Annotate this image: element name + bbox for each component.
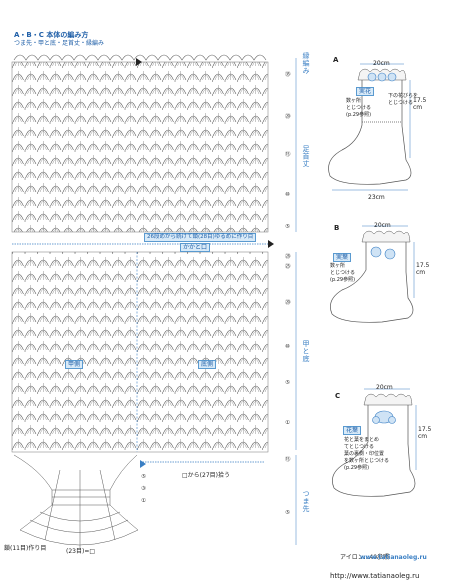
- site-url[interactable]: http://www.tatianaoleg.ru: [330, 572, 420, 580]
- row-number: ⑤: [285, 224, 290, 230]
- row-number: ⑩: [285, 344, 290, 350]
- sock-diagrams: [328, 63, 417, 497]
- sole-side-label: 底側: [198, 360, 217, 369]
- sock-a-width: 20cm: [373, 60, 390, 67]
- top-side-label: 甲側: [65, 360, 84, 369]
- row-number: ⑮: [285, 457, 291, 463]
- sock-c-letter: C: [335, 392, 341, 400]
- row-number: ㉘: [285, 254, 291, 260]
- page-subtitle: つま先・甲と底・足首丈・縁編み: [14, 40, 105, 47]
- label-instep-sole: 甲と底: [302, 340, 310, 363]
- sock-c-height: 17.5 cm: [418, 426, 432, 440]
- sock-c-flower: 花葉: [343, 426, 362, 435]
- sock-a-height: 17.5 cm: [413, 97, 427, 111]
- sock-b-note1: 数ヶ所 とじつける (p.29参照): [330, 263, 356, 283]
- row-number: ㉟: [285, 72, 291, 78]
- sock-a-note2: 下の花びらを とじつける: [388, 93, 419, 106]
- sock-a-length: 23cm: [368, 194, 385, 201]
- watermark-url: www.tatianaoleg.ru: [360, 554, 427, 561]
- label-edge: 縁編み: [302, 52, 310, 75]
- sock-a-letter: A: [333, 56, 339, 64]
- bottom-count: (23目)=□: [66, 548, 96, 555]
- label-toe: つま先: [302, 490, 310, 513]
- toe-note: □から(27目)拾う: [182, 472, 230, 479]
- heel-label: かかと口: [180, 243, 211, 252]
- row-number: ㉕: [285, 264, 291, 270]
- sock-b-width: 20cm: [374, 222, 391, 229]
- crochet-chart: [11, 54, 297, 548]
- sock-a-note1: 数ヶ所 とじつける (p.29参照): [346, 98, 372, 118]
- sock-b-height: 17.5 cm: [416, 262, 430, 276]
- sock-b-flower: 実葉: [333, 253, 352, 262]
- row-number: ⑩: [285, 192, 290, 198]
- sock-c-note1: 花と葉をまとめ てとじつける 葉の裏側・印位置 を数ヶ所とじつける (p.29参…: [344, 437, 390, 471]
- row-number: ①: [285, 420, 290, 426]
- sock-c-width: 20cm: [376, 384, 393, 391]
- label-ankle: 足首丈: [302, 145, 310, 168]
- sock-a-flower: 実花: [356, 87, 375, 96]
- row-number: ③: [141, 486, 146, 492]
- row-number: ⑳: [285, 300, 291, 306]
- sock-b-letter: B: [334, 224, 340, 232]
- row-number: ⑮: [285, 152, 291, 158]
- chain-start-note: 鎖(11目)作り目: [4, 545, 47, 552]
- row-number: ①: [141, 498, 146, 504]
- heel-note: 26段めから続けて鎖(28目)ゆるめに作り目: [144, 233, 257, 242]
- page-title: A・B・C 本体の編み方: [14, 31, 89, 39]
- footer-note: アイロン...40参照: [340, 554, 390, 561]
- row-number: ⑤: [285, 380, 290, 386]
- row-number: ⑤: [285, 510, 290, 516]
- row-number: ⑳: [285, 114, 291, 120]
- row-number: ⑤: [141, 474, 146, 480]
